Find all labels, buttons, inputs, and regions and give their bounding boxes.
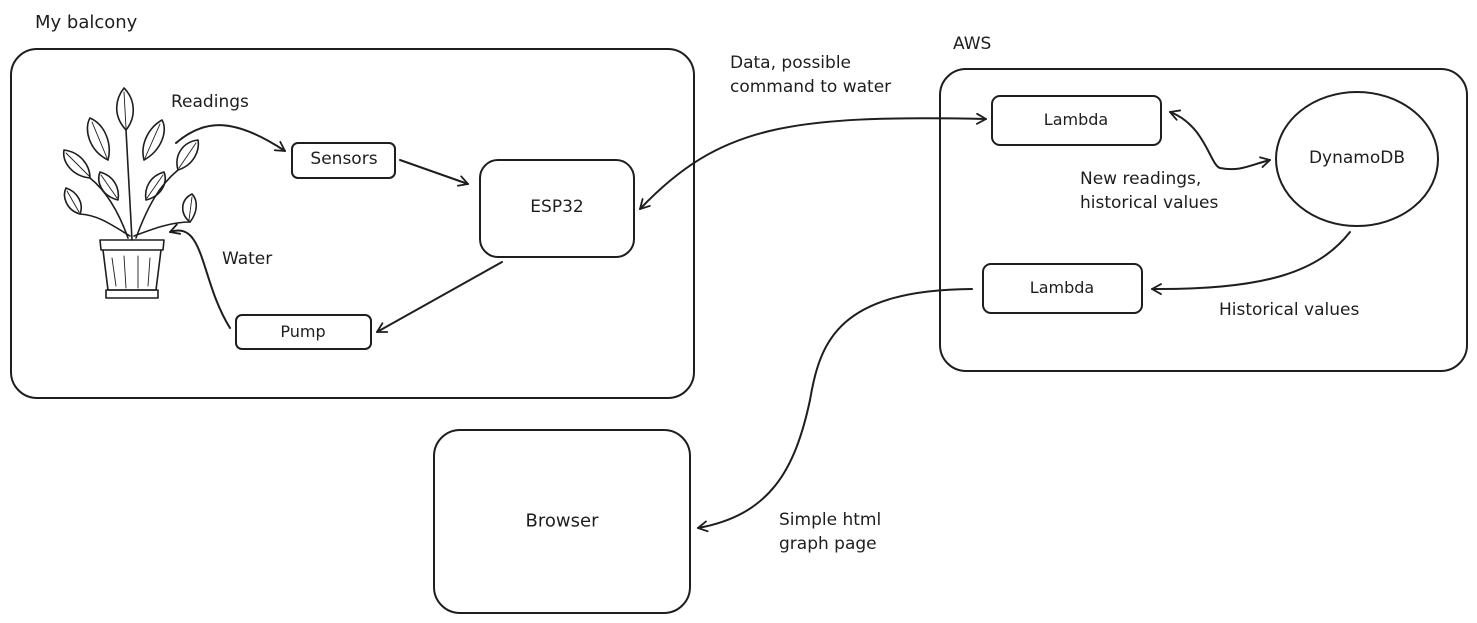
lambda-top-label: Lambda bbox=[1043, 109, 1109, 129]
pump-label: Pump bbox=[280, 321, 326, 341]
sensors-label: Sensors bbox=[310, 149, 378, 170]
balcony-group-title: My balcony bbox=[35, 12, 138, 33]
aws-group-frame bbox=[939, 68, 1468, 372]
historical-values-edge-label: Historical values bbox=[1219, 300, 1360, 320]
sensors-to-esp32-arrow bbox=[399, 159, 469, 187]
dynamodb-node[interactable] bbox=[1275, 91, 1439, 227]
html-page-edge-label: Simple html graph page bbox=[779, 510, 882, 554]
aws-group-title: AWS bbox=[953, 34, 992, 54]
browser-node[interactable] bbox=[433, 429, 691, 614]
dynamodb-to-lambda-arrow bbox=[1151, 231, 1351, 295]
esp32-lambda-link bbox=[639, 112, 987, 210]
pump-node[interactable] bbox=[235, 314, 372, 350]
balcony-group-frame bbox=[10, 48, 695, 399]
new-readings-edge-label: New readings, historical values bbox=[1080, 169, 1219, 213]
esp32-to-pump-arrow bbox=[376, 261, 503, 333]
esp32-node[interactable] bbox=[479, 159, 635, 258]
potted-plant-icon bbox=[63, 87, 200, 299]
lambda-bottom-label: Lambda bbox=[1029, 277, 1095, 297]
dynamodb-label: DynamoDB bbox=[1308, 148, 1406, 169]
water-arrow bbox=[169, 223, 231, 329]
lambda-dynamodb-link bbox=[1169, 109, 1271, 171]
water-edge-label: Water bbox=[222, 249, 273, 269]
readings-arrow bbox=[175, 124, 286, 152]
lambda-top-node[interactable] bbox=[991, 95, 1162, 146]
esp32-label: ESP32 bbox=[530, 197, 584, 218]
lambda-bottom-node[interactable] bbox=[982, 263, 1143, 314]
readings-edge-label: Readings bbox=[171, 92, 249, 112]
sensors-node[interactable] bbox=[291, 142, 396, 179]
lambda-to-browser-arrow bbox=[697, 288, 973, 533]
browser-label: Browser bbox=[525, 510, 599, 532]
data-command-edge-label: Data, possible command to water bbox=[730, 53, 892, 97]
